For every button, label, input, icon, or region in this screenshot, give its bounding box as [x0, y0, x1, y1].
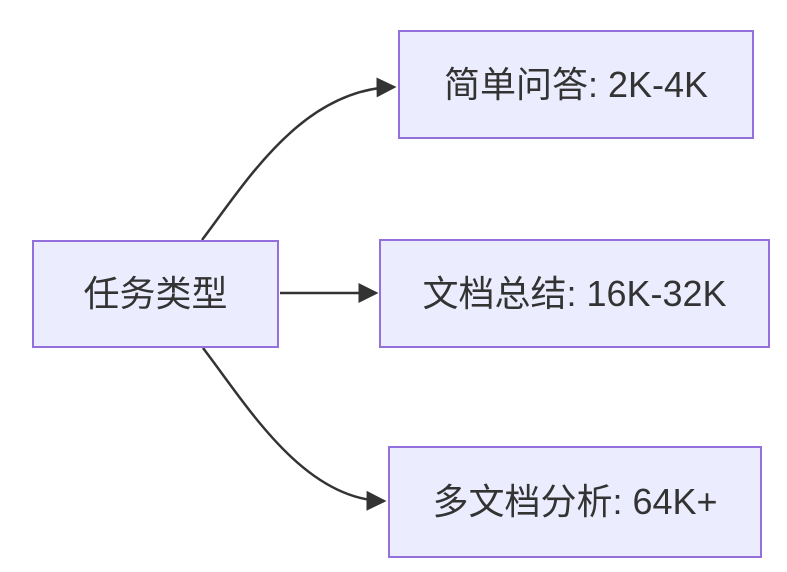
arrow-root-to-simple-qa — [201, 77, 397, 241]
node-simple-qa-label: 简单问答: 2K-4K — [443, 63, 709, 105]
node-task-type-label: 任务类型 — [83, 273, 228, 315]
node-doc-summary-label: 文档总结: 16K-32K — [422, 272, 727, 314]
arrow-root-to-multi-doc — [202, 347, 387, 511]
node-multi-doc: 多文档分析: 64K+ — [388, 446, 762, 558]
node-simple-qa: 简单问答: 2K-4K — [398, 30, 754, 139]
node-task-type: 任务类型 — [32, 240, 279, 348]
node-multi-doc-label: 多文档分析: 64K+ — [432, 481, 718, 523]
node-doc-summary: 文档总结: 16K-32K — [379, 239, 770, 348]
